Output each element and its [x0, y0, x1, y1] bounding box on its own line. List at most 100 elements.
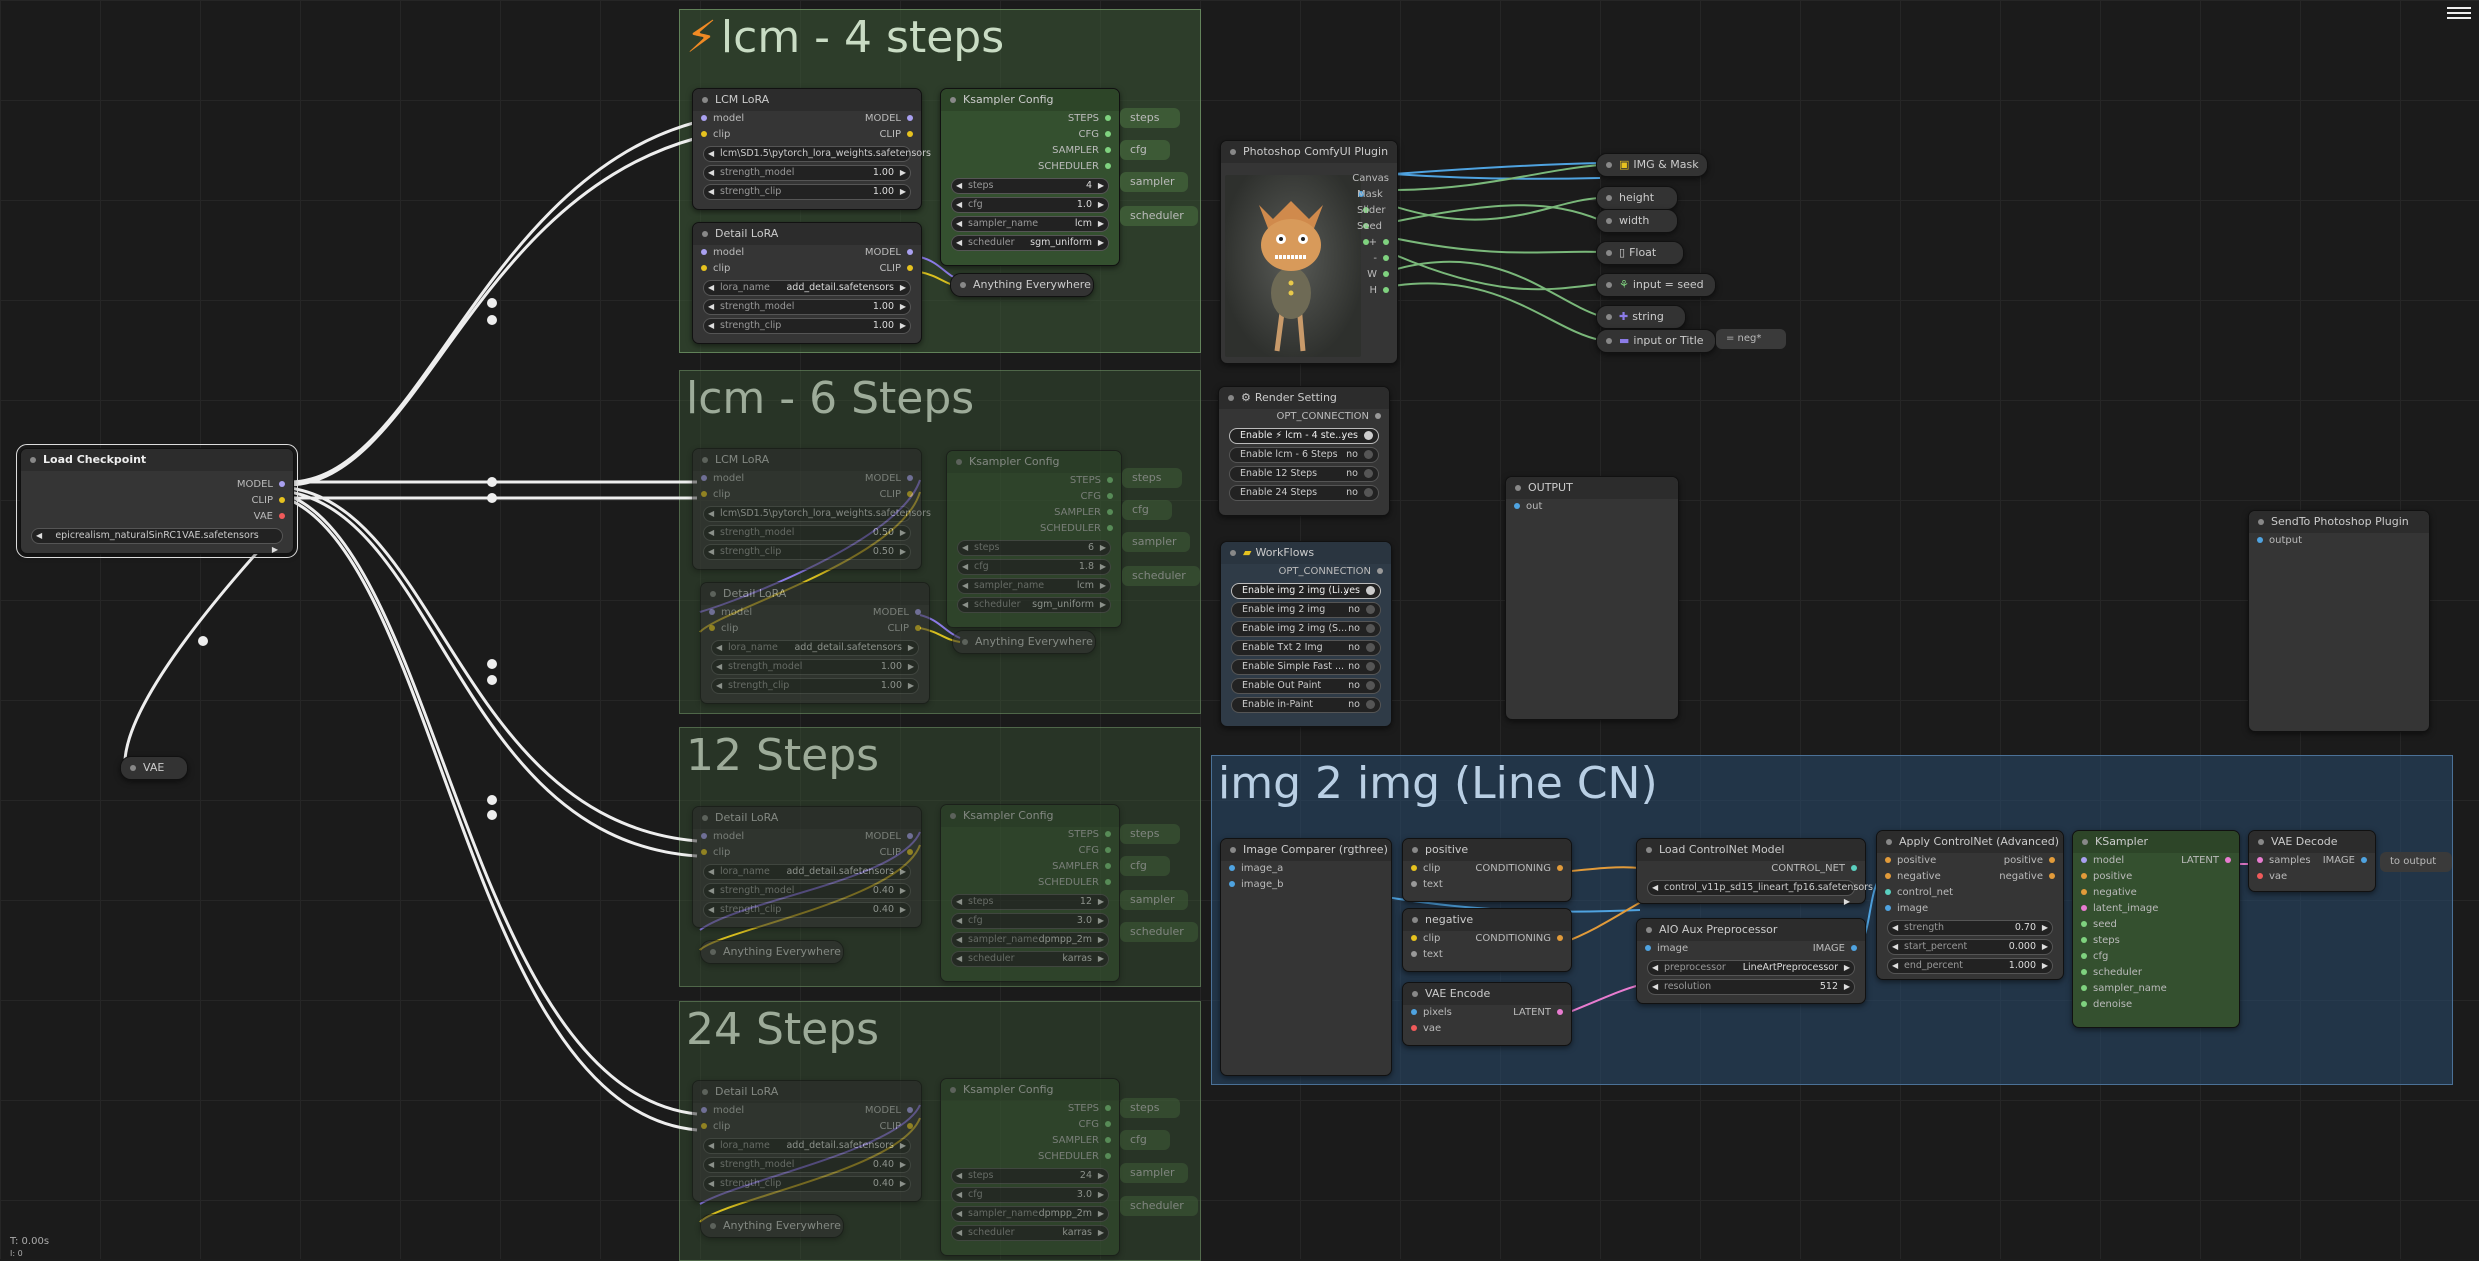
toggle-img2img-s[interactable]: Enable img 2 img (S...no	[1231, 621, 1381, 637]
sampler-output[interactable]: SAMPLER	[1054, 505, 1113, 521]
opt-connection-output[interactable]: OPT_CONNECTION	[1278, 564, 1383, 580]
model-input[interactable]: model	[2081, 853, 2124, 869]
model-output[interactable]: MODEL	[873, 605, 921, 621]
sampler-output[interactable]: SAMPLER	[1052, 1133, 1111, 1149]
pixels-input[interactable]: pixels	[1411, 1005, 1452, 1021]
denoise-input[interactable]: denoise	[2081, 997, 2132, 1013]
clip-input[interactable]: clip	[1411, 931, 1440, 947]
scheduler-reroute[interactable]: scheduler	[1120, 206, 1198, 226]
cfg-reroute[interactable]: cfg	[1120, 856, 1170, 876]
clip-input[interactable]: clip	[709, 621, 738, 637]
negative-input[interactable]: negative	[2081, 885, 2137, 901]
ckpt-name-combo[interactable]: epicrealism_naturalSinRC1VAE.safetensors	[31, 528, 283, 557]
sampler-reroute[interactable]: sampler	[1120, 172, 1188, 192]
clip-output[interactable]: CLIP	[879, 845, 913, 861]
vae-input[interactable]: vae	[2257, 869, 2287, 885]
clip-input[interactable]: clip	[701, 487, 730, 503]
ksampler-config-node-24[interactable]: Ksampler Config STEPS CFG SAMPLER SCHEDU…	[940, 1078, 1120, 1256]
sampler-reroute[interactable]: sampler	[1120, 1163, 1188, 1183]
latent-output[interactable]: LATENT	[2181, 853, 2231, 869]
steps-output[interactable]: STEPS	[1068, 111, 1111, 127]
vae-output[interactable]: VAE	[254, 509, 285, 525]
seed-output[interactable]: Seed	[1357, 219, 1389, 251]
cfg-reroute[interactable]: cfg	[1122, 500, 1172, 520]
model-output[interactable]: MODEL	[865, 471, 913, 487]
seed-input[interactable]: seed	[2081, 917, 2117, 933]
height-output[interactable]: H	[1369, 283, 1389, 299]
toggle-simple-fast[interactable]: Enable Simple Fast ...no	[1231, 659, 1381, 675]
scheduler-output[interactable]: SCHEDULER	[1038, 159, 1111, 175]
ksampler-config-node-6[interactable]: Ksampler Config STEPS CFG SAMPLER SCHEDU…	[946, 450, 1122, 628]
sampler-reroute[interactable]: sampler	[1122, 532, 1190, 552]
clip-output[interactable]: CLIP	[251, 493, 285, 509]
image-a-input[interactable]: image_a	[1229, 861, 1283, 877]
cfg-input[interactable]: cfg	[2081, 949, 2108, 965]
height-node[interactable]: height	[1596, 186, 1678, 210]
sampler-reroute[interactable]: sampler	[1120, 890, 1188, 910]
cfg-output[interactable]: CFG	[1079, 1117, 1111, 1133]
lora-name-combo[interactable]: lcm\SD1.5\pytorch_lora_weights.safetenso…	[703, 146, 931, 175]
to-output-label[interactable]: to output	[2380, 852, 2452, 872]
image-comparer-node[interactable]: Image Comparer (rgthree) image_a image_b	[1220, 838, 1392, 1076]
model-output[interactable]: MODEL	[237, 477, 285, 493]
sampler-output[interactable]: SAMPLER	[1052, 859, 1111, 875]
image-b-input[interactable]: image_b	[1229, 877, 1284, 893]
image-input[interactable]: image	[1885, 901, 1928, 917]
clip-input[interactable]: clip	[1411, 861, 1440, 877]
steps-reroute[interactable]: steps	[1120, 1098, 1180, 1118]
steps-output[interactable]: STEPS	[1070, 473, 1113, 489]
model-input[interactable]: model	[701, 829, 744, 845]
model-input[interactable]: model	[701, 1103, 744, 1119]
float-node[interactable]: ▯Float	[1596, 241, 1684, 265]
steps-input[interactable]: steps	[2081, 933, 2120, 949]
steps-reroute[interactable]: steps	[1122, 468, 1182, 488]
scheduler-reroute[interactable]: scheduler	[1122, 566, 1200, 586]
string-node[interactable]: ✚string	[1596, 305, 1686, 329]
positive-output[interactable]: positive	[2004, 853, 2055, 869]
model-output[interactable]: MODEL	[865, 111, 913, 127]
lora-name-combo[interactable]: lcm\SD1.5\pytorch_lora_weights.safetenso…	[703, 506, 931, 535]
steps-reroute[interactable]: steps	[1120, 108, 1180, 128]
text-input[interactable]: text	[1411, 877, 1443, 893]
input-seed-node[interactable]: ⚘input = seed	[1596, 273, 1716, 297]
ksampler-config-node-12[interactable]: Ksampler Config STEPS CFG SAMPLER SCHEDU…	[940, 804, 1120, 982]
clip-output[interactable]: CLIP	[879, 487, 913, 503]
anything-everywhere-node-12[interactable]: Anything Everywhere	[700, 940, 844, 964]
scheduler-input[interactable]: scheduler	[2081, 965, 2142, 981]
latent-image-input[interactable]: latent_image	[2081, 901, 2158, 917]
controlnet-name-combo[interactable]: control_v11p_sd15_lineart_fp16.safetenso…	[1647, 880, 1873, 909]
ksampler-config-node[interactable]: Ksampler Config STEPS CFG SAMPLER SCHEDU…	[940, 88, 1120, 266]
scheduler-output[interactable]: SCHEDULER	[1038, 875, 1111, 891]
image-output[interactable]: IMAGE	[1813, 941, 1857, 957]
